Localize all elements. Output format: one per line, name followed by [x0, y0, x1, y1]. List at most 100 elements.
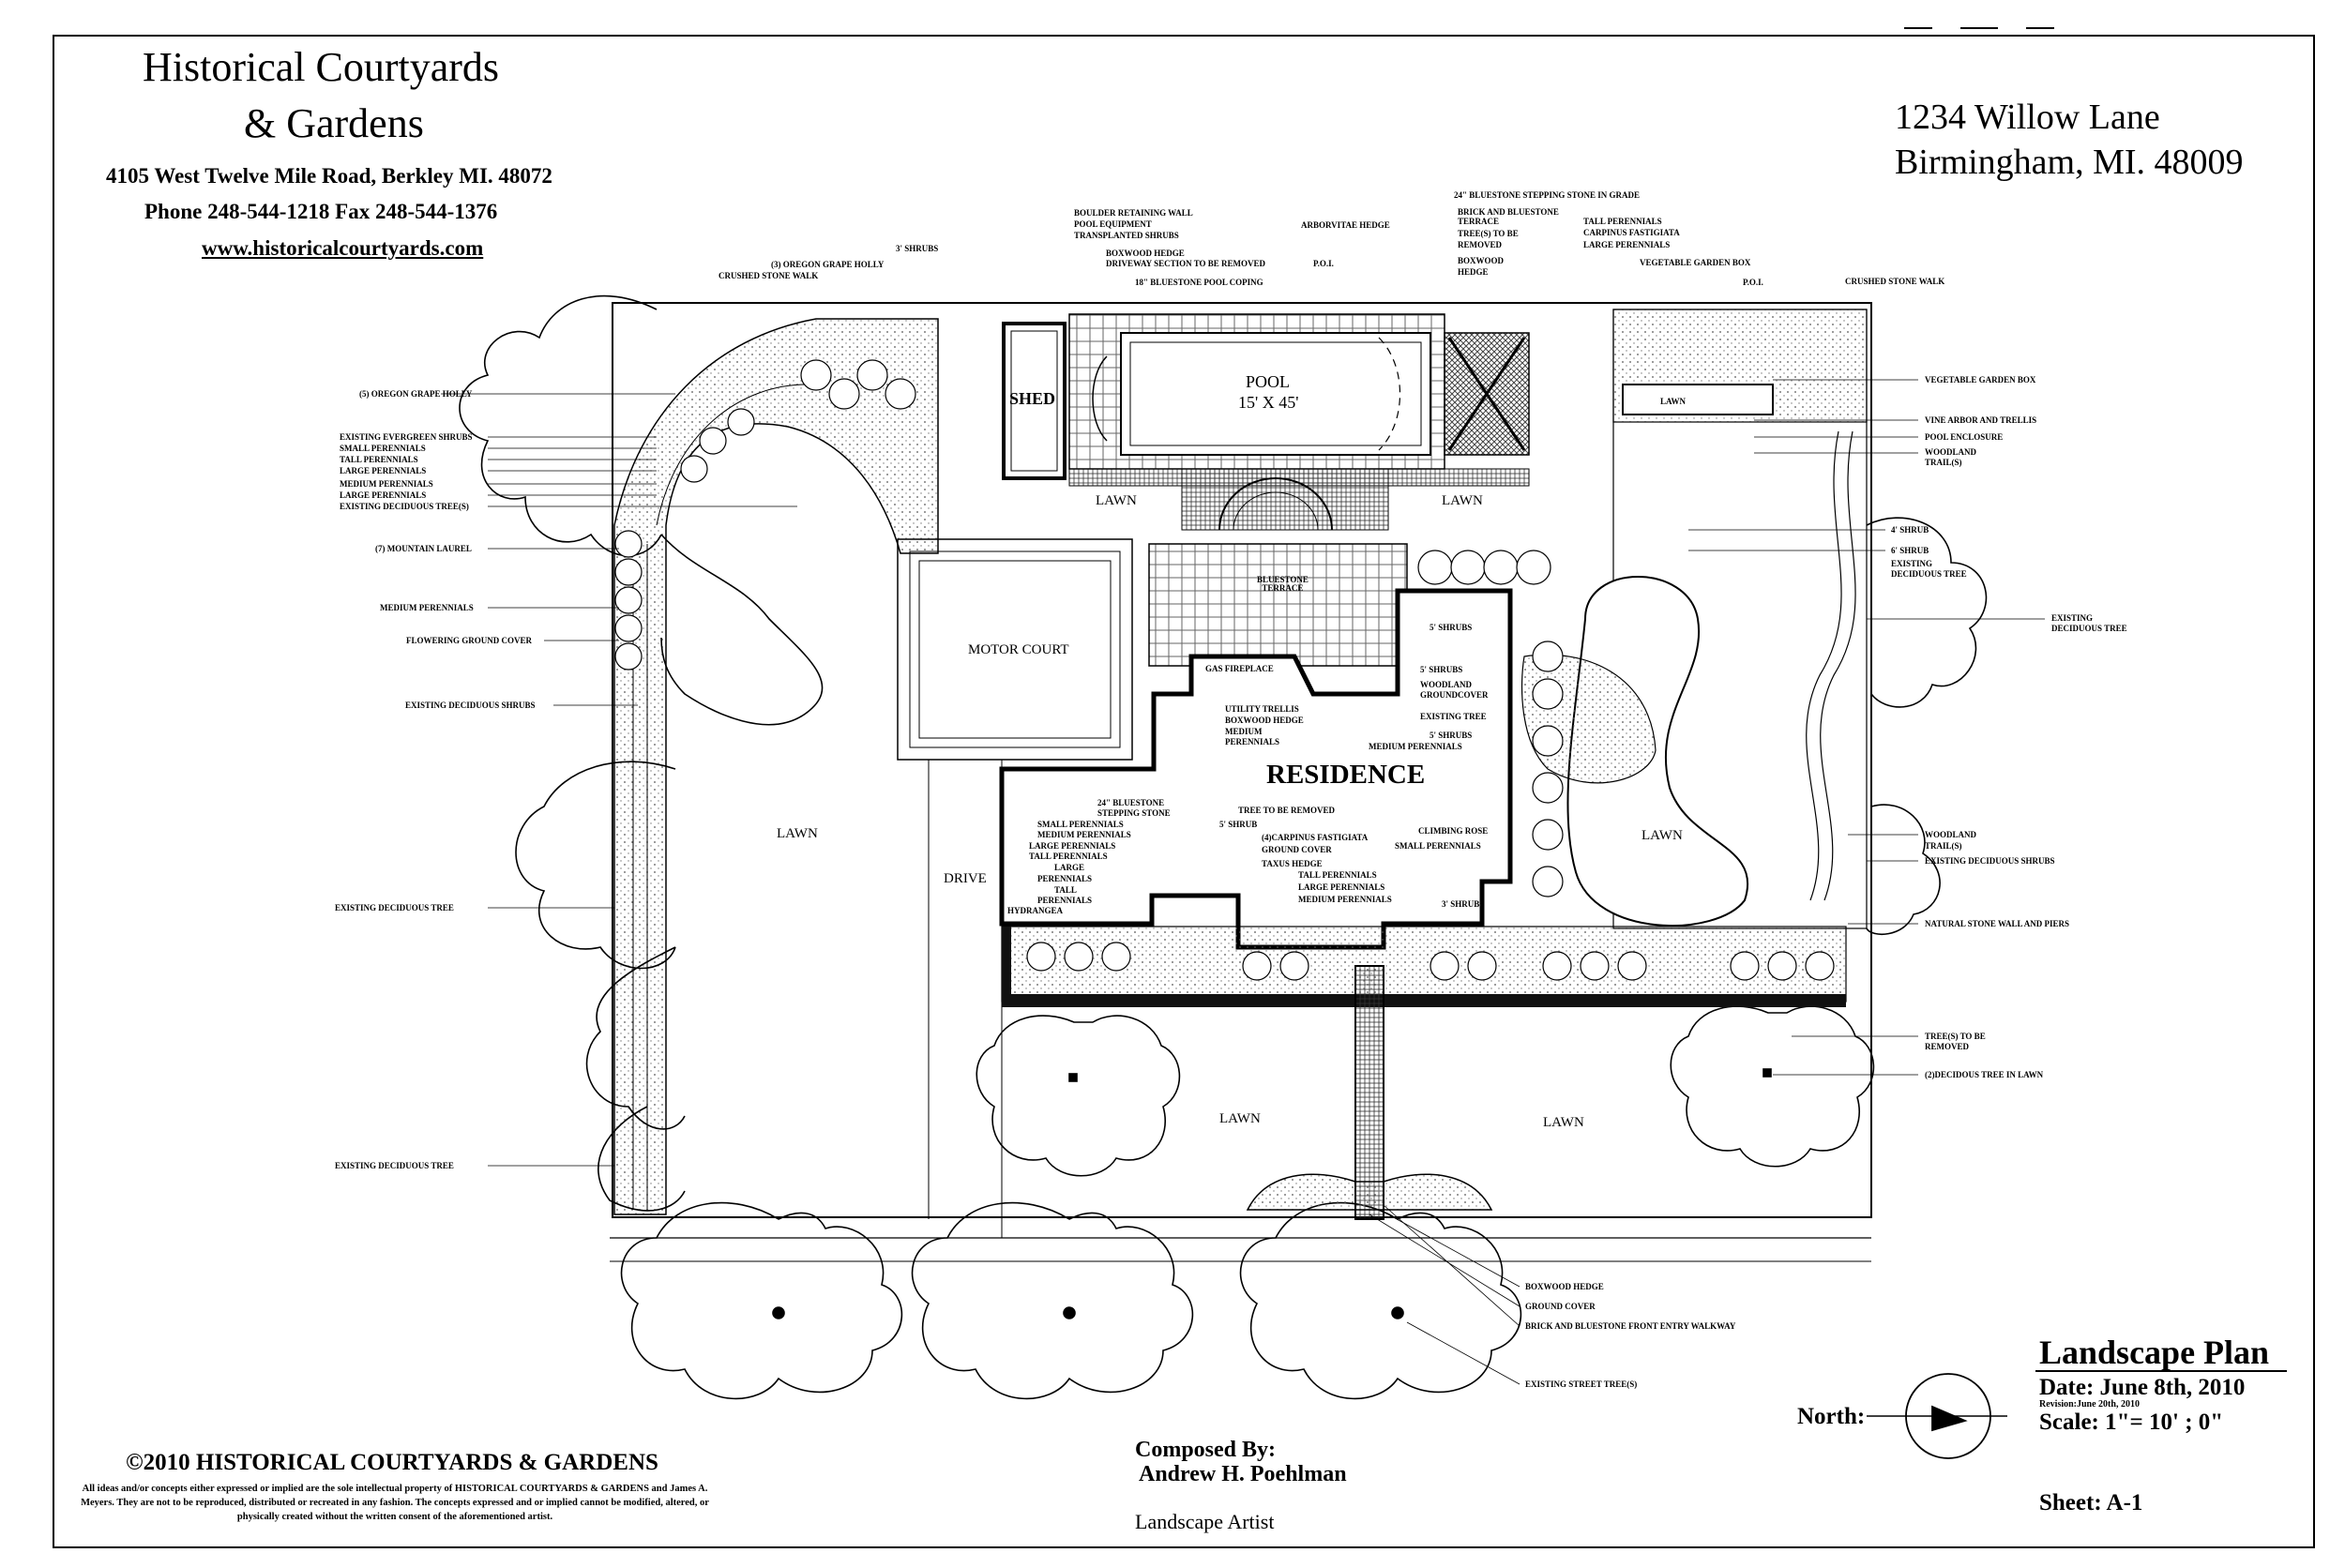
- label-top-17: HEDGE: [1458, 267, 1489, 277]
- label-left-10: FLOWERING GROUND COVER: [406, 636, 533, 645]
- label-left-7: EXISTING DECIDUOUS TREE(S): [340, 502, 469, 511]
- lawn-label-pool-west: LAWN: [1096, 493, 1137, 508]
- pool-label: POOL: [1246, 372, 1291, 391]
- label-center-31: SMALL PERENNIALS: [1395, 841, 1481, 851]
- label-top-5: CRUSHED STONE WALK: [719, 271, 819, 280]
- shed: [1002, 322, 1067, 480]
- site-street: 1234 Willow Lane: [1895, 98, 2160, 137]
- label-right-10: DECIDUOUS TREE: [2051, 624, 2127, 633]
- label-right-2: POOL ENCLOSURE: [1925, 432, 2004, 442]
- copyright-body: All ideas and/or concepts either express…: [81, 1484, 709, 1523]
- left-garden-bed: [613, 318, 939, 1215]
- label-top-23: CRUSHED STONE WALK: [1845, 277, 1945, 286]
- lawn-label-garden: LAWN: [1660, 397, 1687, 406]
- site-city: Birmingham, MI. 48009: [1895, 143, 2244, 182]
- label-top-18: TALL PERENNIALS: [1583, 217, 1662, 226]
- residence-label: RESIDENCE: [1266, 760, 1426, 790]
- planting-symbols: [614, 359, 1835, 981]
- label-right-0: VEGETABLE GARDEN BOX: [1925, 375, 2036, 384]
- label-center-10: PERENNIALS: [1225, 737, 1280, 746]
- label-top-19: CARPINUS FASTIGIATA: [1583, 228, 1680, 237]
- label-right-15: TREE(S) TO BE: [1925, 1032, 1986, 1041]
- label-bottom-0: BOXWOOD HEDGE: [1525, 1282, 1604, 1291]
- gas-fireplace-label: GAS FIREPLACE: [1205, 664, 1274, 673]
- north-label: North:: [1797, 1404, 1866, 1429]
- label-center-24: (4)CARPINUS FASTIGIATA: [1262, 833, 1369, 842]
- lawn-label-front-east: LAWN: [1543, 1115, 1584, 1130]
- label-center-4: EXISTING TREE: [1420, 712, 1487, 721]
- label-center-2: WOODLAND: [1420, 680, 1473, 689]
- label-left-0: (5) OREGON GRAPE HOLLY: [359, 389, 473, 399]
- motor-court: [897, 538, 1133, 761]
- label-center-26: TAXUS HEDGE: [1262, 859, 1323, 868]
- label-left-6: LARGE PERENNIALS: [340, 490, 427, 500]
- label-top-14: TREE(S) TO BE: [1458, 229, 1519, 238]
- copyright-heading: ©2010 HISTORICAL COURTYARDS & GARDENS: [126, 1450, 658, 1475]
- label-top-20: LARGE PERENNIALS: [1583, 240, 1671, 249]
- label-left-12: EXISTING DECIDUOUS TREE: [335, 903, 454, 912]
- property-line: [612, 302, 1872, 1218]
- motor-court-label: MOTOR COURT: [968, 642, 1069, 657]
- label-center-11: 24" BLUESTONE: [1097, 798, 1165, 807]
- lawn-label-left: LAWN: [777, 826, 818, 841]
- label-right-11: WOODLAND: [1925, 830, 1977, 839]
- label-center-25: GROUND COVER: [1262, 845, 1332, 854]
- label-top-13: TERRACE: [1458, 217, 1500, 226]
- label-top-21: VEGETABLE GARDEN BOX: [1640, 258, 1751, 267]
- label-top-8: 18" BLUESTONE POOL COPING: [1135, 278, 1263, 287]
- label-left-8: (7) MOUNTAIN LAUREL: [375, 544, 472, 553]
- north-arrow: [1867, 1373, 2007, 1459]
- label-center-28: LARGE PERENNIALS: [1298, 882, 1385, 892]
- firm-phone-fax: Phone 248-544-1218 Fax 248-544-1376: [144, 200, 498, 223]
- label-left-2: SMALL PERENNIALS: [340, 444, 426, 453]
- label-top-0: BOULDER RETAINING WALL: [1074, 208, 1193, 218]
- label-right-3: WOODLAND: [1925, 447, 1977, 457]
- pool: [1120, 332, 1431, 456]
- label-left-13: EXISTING DECIDUOUS TREE: [335, 1161, 454, 1170]
- label-center-13: SMALL PERENNIALS: [1037, 820, 1124, 829]
- label-center-23: 5' SHRUB: [1219, 820, 1258, 829]
- label-right-8: DECIDUOUS TREE: [1891, 569, 1967, 579]
- label-center-32: 3' SHRUBS: [1442, 899, 1485, 909]
- label-center-7: UTILITY TRELLIS: [1225, 704, 1299, 714]
- lawn-label-front-west: LAWN: [1219, 1111, 1261, 1126]
- sheet-border: [53, 35, 2315, 1548]
- label-right-13: EXISTING DECIDUOUS SHRUBS: [1925, 856, 2055, 866]
- sheet-number: Sheet: A-1: [2039, 1490, 2143, 1515]
- label-bottom-3: EXISTING STREET TREE(S): [1525, 1380, 1638, 1389]
- label-right-9: EXISTING: [2051, 613, 2094, 623]
- firm-website-link[interactable]: www.historicalcourtyards.com: [202, 236, 484, 260]
- label-top-4: (3) OREGON GRAPE HOLLY: [771, 260, 885, 269]
- label-top-7: DRIVEWAY SECTION TO BE REMOVED: [1106, 259, 1266, 268]
- label-left-3: TALL PERENNIALS: [340, 455, 418, 464]
- label-top-1: POOL EQUIPMENT: [1074, 219, 1152, 229]
- composer-title: Landscape Artist: [1135, 1510, 1275, 1533]
- label-center-17: LARGE: [1054, 863, 1085, 872]
- label-center-12: STEPPING STONE: [1097, 808, 1171, 818]
- firm-name-line2: & Gardens: [244, 100, 424, 146]
- front-walkway: [1354, 965, 1384, 1220]
- label-right-7: EXISTING: [1891, 559, 1933, 568]
- label-left-1: EXISTING EVERGREEN SHRUBS: [340, 432, 473, 442]
- pool-size-label: 15' X 45': [1238, 393, 1299, 412]
- label-center-9: MEDIUM: [1225, 727, 1263, 736]
- woodland-lawn: [1566, 576, 1749, 927]
- label-center-0: 5' SHRUBS: [1430, 623, 1473, 632]
- label-top-2: TRANSPLANTED SHRUBS: [1074, 231, 1179, 240]
- label-center-6: MEDIUM PERENNIALS: [1369, 742, 1462, 751]
- plan-scale: Scale: 1"= 10' ; 0": [2039, 1410, 2224, 1435]
- label-center-21: HYDRANGEA: [1007, 906, 1064, 915]
- label-right-4: TRAIL(S): [1925, 458, 1962, 467]
- label-right-6: 6' SHRUB: [1891, 546, 1929, 555]
- label-left-5: MEDIUM PERENNIALS: [340, 479, 433, 489]
- composer-name: Andrew H. Poehlman: [1139, 1462, 1347, 1486]
- label-center-16: TALL PERENNIALS: [1029, 852, 1108, 861]
- plan-revision: Revision:June 20th, 2010: [2039, 1399, 2140, 1410]
- label-bottom-1: GROUND COVER: [1525, 1302, 1596, 1311]
- label-center-29: MEDIUM PERENNIALS: [1298, 895, 1392, 904]
- label-top-9: ARBORVITAE HEDGE: [1301, 220, 1390, 230]
- label-right-1: VINE ARBOR AND TRELLIS: [1925, 415, 2037, 425]
- bluestone-terrace: [1148, 543, 1408, 667]
- label-center-18: PERENNIALS: [1037, 874, 1093, 883]
